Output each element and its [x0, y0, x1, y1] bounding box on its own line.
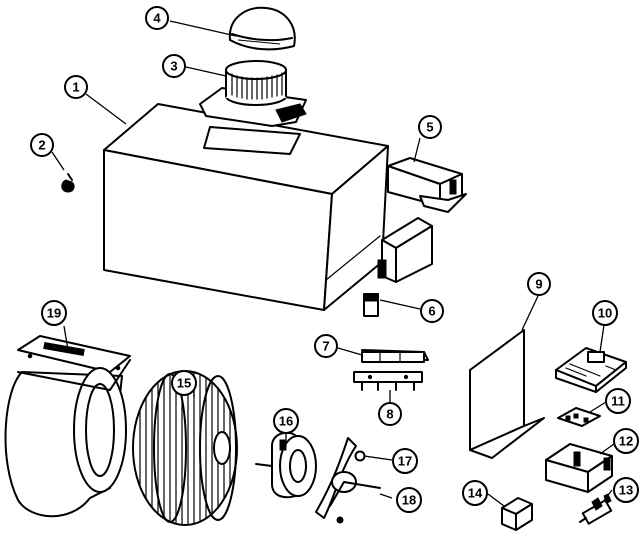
part-bracket-strip	[353, 371, 423, 391]
callout-label: 15	[177, 376, 191, 391]
callout-label: 17	[398, 454, 412, 469]
part-transformer-box	[545, 443, 613, 493]
callout-label: 18	[402, 493, 416, 508]
callout-label: 9	[535, 277, 542, 292]
part-blower-wheel	[132, 370, 238, 526]
callout-3: 3	[162, 54, 186, 78]
part-capacitor	[579, 493, 613, 525]
callout-13: 13	[613, 477, 639, 503]
callout-2: 2	[30, 133, 54, 157]
callout-label: 10	[598, 306, 612, 321]
callout-label: 19	[47, 306, 61, 321]
callout-15: 15	[171, 370, 197, 396]
callout-label: 8	[386, 407, 393, 422]
callout-9: 9	[527, 272, 551, 296]
callout-17: 17	[392, 448, 418, 474]
callout-8: 8	[378, 402, 402, 426]
callout-label: 1	[72, 80, 79, 95]
callout-label: 2	[38, 138, 45, 153]
part-filter-panel	[469, 329, 545, 459]
part-motor-mount	[315, 437, 381, 524]
callout-19: 19	[41, 300, 67, 326]
callout-1: 1	[64, 75, 88, 99]
part-terminal-block	[501, 497, 533, 531]
callout-6: 6	[420, 299, 444, 323]
callout-label: 12	[619, 434, 633, 449]
part-switch-box	[363, 217, 433, 317]
callout-label: 16	[279, 414, 293, 429]
callout-label: 3	[170, 59, 177, 74]
callout-16: 16	[273, 408, 299, 434]
callout-10: 10	[592, 300, 618, 326]
part-screw	[61, 173, 75, 193]
callout-label: 7	[322, 339, 329, 354]
part-motor	[255, 431, 317, 499]
part-nut	[354, 450, 366, 462]
part-hood-body	[103, 103, 389, 311]
part-circuit-board	[557, 407, 601, 427]
callout-label: 4	[153, 11, 161, 26]
callout-18: 18	[396, 487, 422, 513]
callout-14: 14	[462, 480, 488, 506]
callout-label: 13	[619, 483, 633, 498]
part-duct-collar	[199, 60, 307, 127]
callout-4: 4	[145, 6, 169, 30]
callout-label: 14	[468, 486, 483, 501]
part-duct-connector	[387, 157, 467, 213]
callout-12: 12	[613, 428, 639, 454]
callout-label: 5	[426, 120, 433, 135]
callout-11: 11	[605, 388, 631, 414]
part-switch-bar	[361, 349, 429, 363]
callout-label: 11	[611, 394, 625, 409]
part-blower-housing	[4, 335, 131, 518]
callout-5: 5	[418, 115, 442, 139]
part-control-board	[555, 347, 627, 393]
part-damper-dome	[228, 6, 296, 51]
callout-7: 7	[314, 334, 338, 358]
callout-label: 6	[428, 304, 435, 319]
